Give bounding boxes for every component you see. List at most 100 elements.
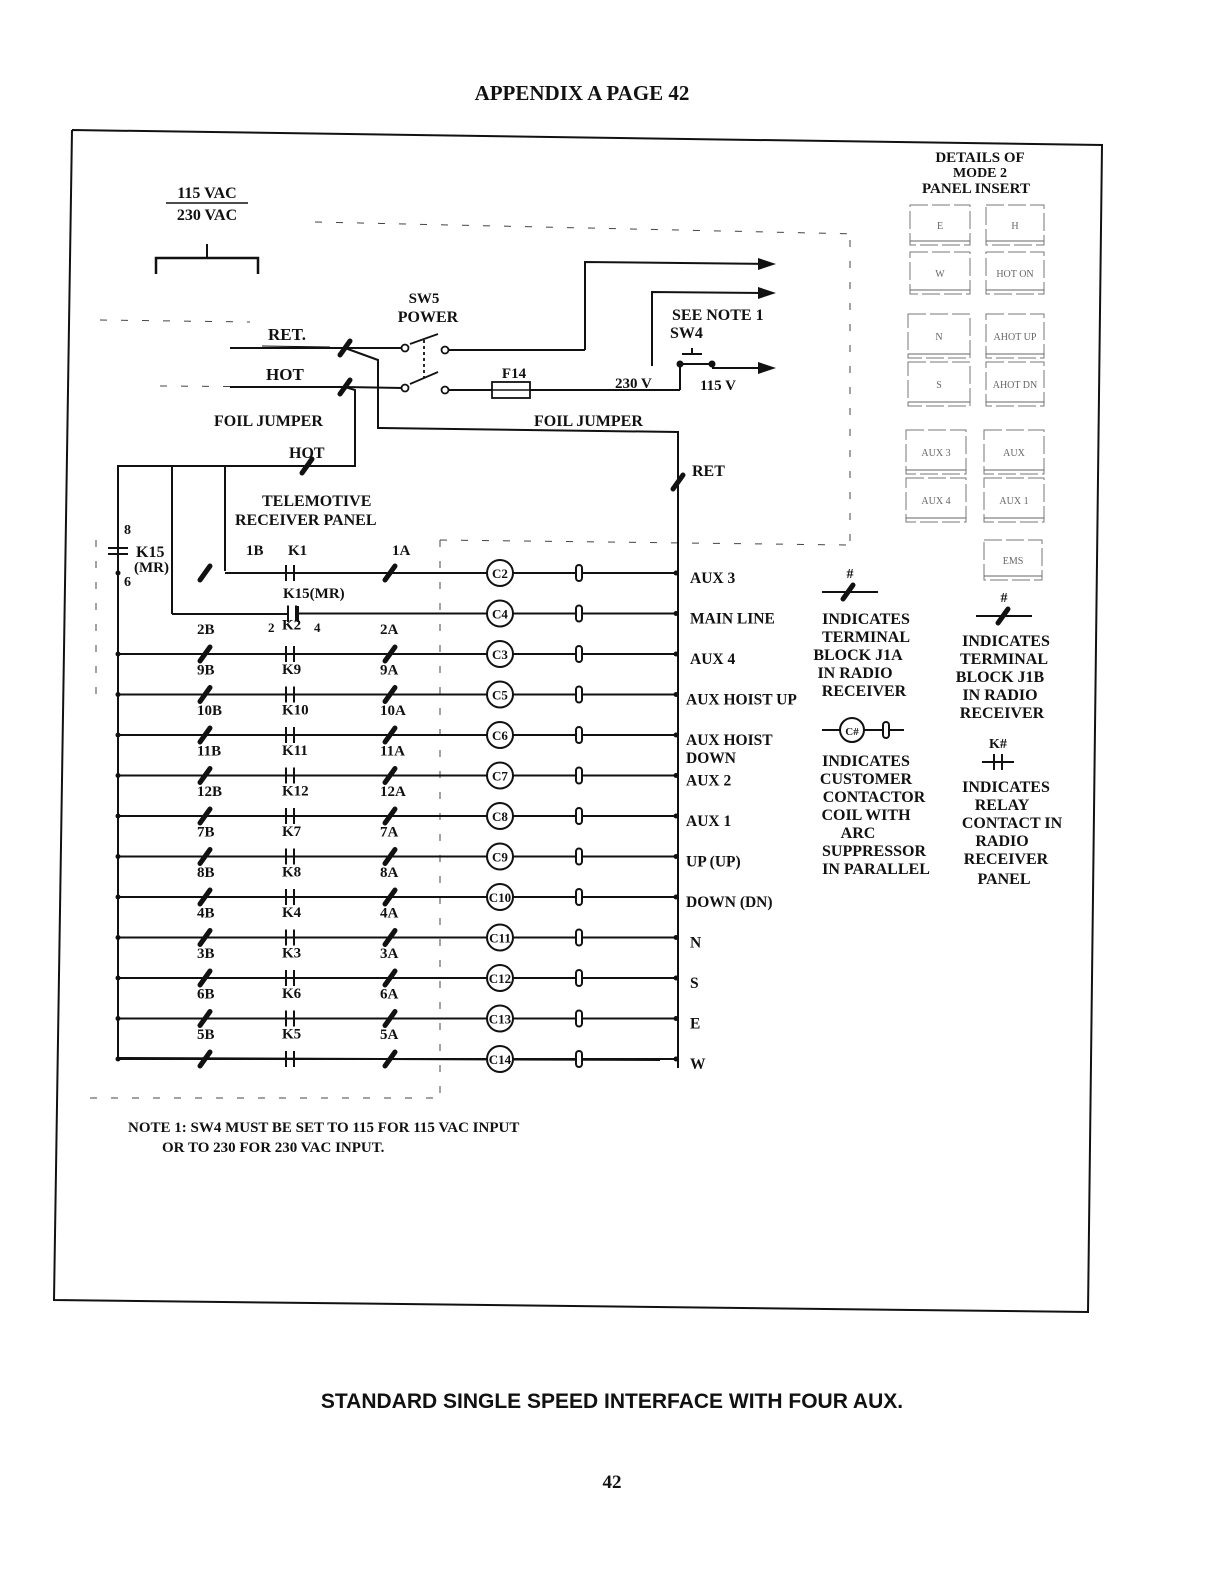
supply-115-label: 115 VAC: [177, 185, 236, 202]
arc-suppressor-icon: [575, 604, 583, 623]
svg-text:S: S: [936, 380, 942, 391]
svg-text:RELAY: RELAY: [975, 797, 1030, 814]
coil-label: C5: [492, 688, 508, 703]
svg-text:RECEIVER: RECEIVER: [822, 683, 907, 700]
coil-label: C10: [489, 890, 511, 905]
arc-suppressor-icon: [575, 1050, 583, 1068]
function-label: AUX 1: [686, 813, 731, 830]
dashed-outlines: [90, 221, 859, 1099]
terminal-a-label: 2A: [380, 622, 399, 638]
relay-label: K10: [282, 703, 309, 719]
terminal-icon: [197, 725, 213, 745]
terminal-icon: [382, 806, 398, 826]
svg-text:AUX 4: AUX 4: [921, 496, 950, 507]
svg-text:#: #: [847, 567, 854, 582]
legend-j1b: # INDICATES TERMINAL BLOCK J1B IN RADIO …: [956, 591, 1050, 722]
svg-text:BLOCK J1A: BLOCK J1A: [813, 647, 903, 664]
k15-pin-top: 8: [124, 523, 131, 538]
arc-suppressor-icon: [575, 888, 583, 906]
terminal-b-label: 8B: [197, 865, 215, 881]
coil-label: C3: [492, 647, 508, 662]
terminal-a-label: 10A: [380, 703, 406, 719]
coil-icon: [486, 923, 514, 952]
coil-icon: [486, 964, 514, 992]
coil-label: C7: [492, 769, 508, 784]
relay-label: K5: [282, 1027, 301, 1043]
function-label: AUX 4: [690, 651, 735, 668]
relay-label: K9: [282, 662, 301, 678]
terminal-b-label: 6B: [197, 987, 215, 1003]
coil-icon: [486, 1045, 514, 1073]
insert-button: AHOT DN: [985, 361, 1045, 407]
terminal-icon: [197, 1049, 213, 1069]
sw4-label: SW4: [670, 325, 703, 342]
svg-text:IN PARALLEL: IN PARALLEL: [822, 861, 930, 878]
terminal-b-label: 9B: [197, 663, 215, 679]
terminal-icon: [197, 968, 213, 988]
arc-suppressor-icon: [575, 766, 583, 785]
terminal-icon: [197, 928, 213, 947]
terminal-b-label: 5B: [197, 1027, 215, 1043]
svg-text:INDICATES: INDICATES: [962, 633, 1050, 650]
coil-icon: [486, 761, 514, 790]
relay-label: K4: [282, 905, 302, 921]
terminal-icon: [382, 725, 398, 745]
function-label: AUX 2: [686, 773, 731, 790]
svg-text:TERMINAL: TERMINAL: [960, 651, 1048, 668]
svg-text:RECEIVER: RECEIVER: [964, 851, 1049, 868]
sw4-230v-label: 230 V: [615, 376, 652, 392]
insert-button: AUX 1: [983, 477, 1045, 523]
svg-text:IN RADIO: IN RADIO: [817, 665, 892, 682]
insert-title-line3: PANEL INSERT: [922, 181, 1030, 197]
svg-text:N: N: [935, 332, 942, 343]
k15-main-contact-label: K15(MR): [283, 586, 345, 602]
svg-text:#: #: [1001, 591, 1008, 606]
terminal-a-label: 4A: [380, 906, 399, 922]
terminal-icon: [197, 766, 213, 785]
terminal-a-label: 9A: [380, 663, 399, 679]
svg-text:CUSTOMER: CUSTOMER: [820, 771, 913, 788]
terminal-icon: [197, 847, 213, 866]
terminal-b-label: 7B: [197, 825, 215, 841]
k2-pin2: 2: [268, 620, 275, 635]
terminal-b-label: 4B: [197, 906, 215, 922]
page-number: 42: [602, 1472, 622, 1493]
svg-text:COIL WITH: COIL WITH: [821, 807, 911, 824]
ret-terminal-2-label: RET: [692, 463, 725, 480]
svg-text:AUX: AUX: [1003, 448, 1025, 459]
figure-caption: STANDARD SINGLE SPEED INTERFACE WITH FOU…: [320, 1390, 904, 1413]
svg-text:INDICATES: INDICATES: [962, 779, 1050, 796]
insert-button: H: [985, 204, 1045, 246]
function-label: N: [690, 935, 701, 952]
terminal-a-label: 1A: [392, 543, 411, 559]
terminal-icon: [197, 887, 213, 907]
terminal-icon: [197, 1009, 213, 1028]
terminal-icon: [197, 685, 213, 704]
terminal-icon: [382, 968, 398, 988]
legend-coil: C# INDICATES CUSTOMER CONTACTOR COIL WIT…: [820, 717, 930, 878]
function-label: W: [690, 1056, 706, 1073]
terminal-a-label: 8A: [380, 865, 399, 881]
relay-label: K12: [282, 784, 309, 800]
coil-label: C12: [489, 971, 511, 986]
arc-suppressor-icon: [575, 564, 583, 582]
coil-icon: [486, 721, 514, 749]
svg-text:AUX 3: AUX 3: [921, 448, 950, 459]
svg-text:SUPPRESSOR: SUPPRESSOR: [822, 843, 926, 860]
svg-text:W: W: [935, 269, 945, 280]
relay-label: K6: [282, 986, 302, 1002]
svg-text:H: H: [1011, 221, 1018, 232]
svg-text:C#: C#: [845, 726, 859, 738]
svg-text:EMS: EMS: [1003, 556, 1024, 567]
coil-label: C14: [489, 1052, 512, 1067]
diagram-frame: [52, 129, 1104, 1314]
svg-text:BLOCK J1B: BLOCK J1B: [956, 669, 1045, 686]
svg-text:AHOT DN: AHOT DN: [993, 380, 1038, 391]
sw4-switch-icon: [676, 348, 716, 368]
coil-label: C13: [489, 1012, 512, 1027]
